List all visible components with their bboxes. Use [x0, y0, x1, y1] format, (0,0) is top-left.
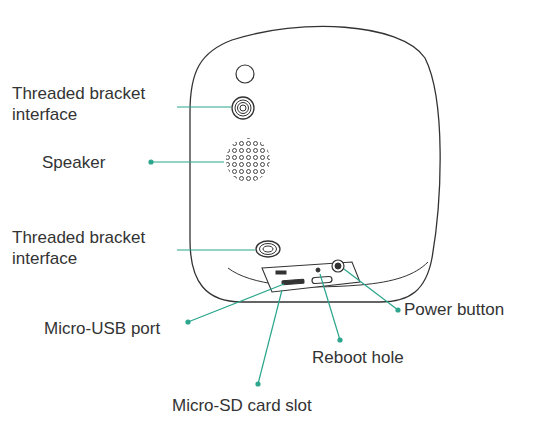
- part-label: Power button: [404, 299, 504, 320]
- leader-lines: [149, 105, 400, 386]
- sensor-hole: [236, 65, 254, 83]
- part-label: Speaker: [42, 152, 105, 173]
- part-label: Threaded bracket interface: [12, 83, 177, 125]
- part-label: Reboot hole: [312, 347, 404, 368]
- camera-housing: [190, 26, 440, 302]
- part-label: Micro-SD card slot: [172, 395, 312, 416]
- part-label: Threaded bracket interface: [12, 227, 177, 269]
- thread-interface: [256, 241, 280, 257]
- speaker-grille: [224, 136, 272, 184]
- thread-interface: [232, 97, 254, 119]
- part-label: Micro-USB port: [44, 318, 160, 339]
